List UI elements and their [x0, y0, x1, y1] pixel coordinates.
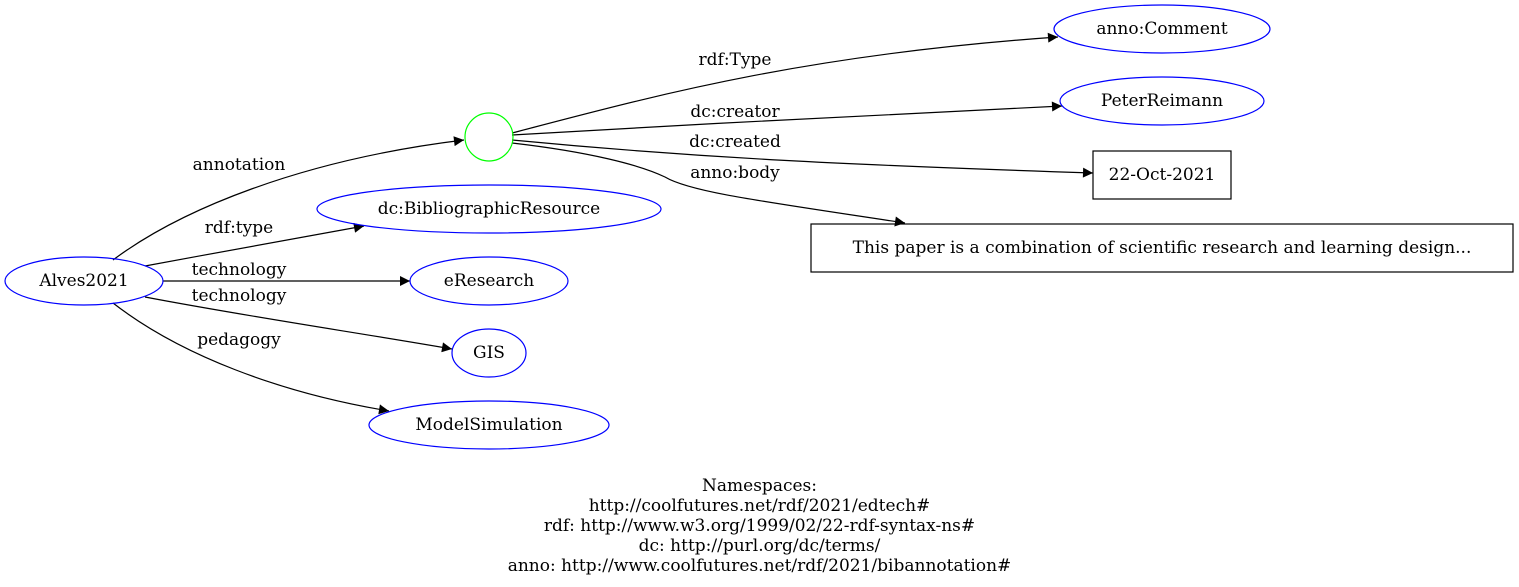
- edge-rdf-Type: [511, 32, 1059, 134]
- label-technology-2: technology: [192, 286, 287, 306]
- label-anno-body: anno:body: [690, 163, 780, 183]
- node-bibliographic-resource-label: dc:BibliographicResource: [378, 199, 600, 219]
- node-model-simulation-label: ModelSimulation: [415, 415, 562, 435]
- node-gis-label: GIS: [473, 343, 505, 363]
- label-annotation: annotation: [193, 155, 286, 175]
- edge-dc-created: [511, 139, 1094, 178]
- node-peter-reimann-label: PeterReimann: [1101, 91, 1223, 111]
- node-alves2021-label: Alves2021: [38, 271, 128, 291]
- namespace-line: dc: http://purl.org/dc/terms/: [638, 536, 881, 556]
- node-peter-reimann: PeterReimann: [1059, 76, 1265, 126]
- edge-dc-creator: [511, 101, 1063, 136]
- label-dc-created: dc:created: [689, 132, 781, 152]
- edge-rdf-type: [144, 222, 365, 267]
- node-date-literal-label: 22-Oct-2021: [1109, 165, 1216, 185]
- edges: [112, 32, 1094, 415]
- node-bibliographic-resource: dc:BibliographicResource: [316, 184, 662, 234]
- namespaces-legend: Namespaces: http://coolfutures.net/rdf/2…: [0, 476, 1519, 576]
- label-dc-creator: dc:creator: [690, 102, 780, 122]
- node-alves2021: Alves2021: [4, 256, 164, 306]
- node-body-literal-label: This paper is a combination of scientifi…: [853, 238, 1472, 258]
- namespace-line: rdf: http://www.w3.org/1999/02/22-rdf-sy…: [543, 516, 976, 536]
- node-eresearch: eResearch: [409, 256, 569, 306]
- namespaces-heading: Namespaces:: [702, 476, 817, 496]
- node-body-literal: This paper is a combination of scientifi…: [810, 223, 1514, 273]
- node-gis: GIS: [451, 328, 527, 378]
- node-anno-comment-label: anno:Comment: [1096, 19, 1227, 39]
- edge-anno-body: [511, 142, 906, 227]
- edge-pedagogy: [112, 302, 390, 415]
- node-date-literal: 22-Oct-2021: [1092, 150, 1232, 200]
- label-pedagogy: pedagogy: [197, 330, 281, 350]
- edge-labels: annotation rdf:type technology technolog…: [192, 50, 781, 350]
- label-rdf-type: rdf:type: [205, 218, 273, 238]
- node-model-simulation: ModelSimulation: [368, 400, 610, 450]
- node-blank: [464, 112, 514, 162]
- namespace-line: http://coolfutures.net/rdf/2021/edtech#: [588, 496, 931, 516]
- label-rdf-Type: rdf:Type: [699, 50, 772, 70]
- nodes: Alves2021 dc:BibliographicResource eRese…: [4, 4, 1514, 450]
- node-eresearch-label: eResearch: [444, 271, 534, 291]
- label-technology-1: technology: [192, 260, 287, 280]
- edge-annotation: [112, 136, 465, 261]
- edge-technology-gis: [144, 296, 453, 353]
- node-anno-comment: anno:Comment: [1053, 4, 1271, 54]
- namespace-line: anno: http://www.coolfutures.net/rdf/202…: [507, 556, 1012, 576]
